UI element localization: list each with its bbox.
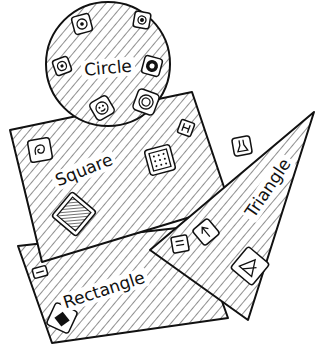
swirl-icon xyxy=(27,137,52,162)
triangle-icon xyxy=(230,246,269,285)
dot-icon xyxy=(133,11,152,30)
shape-hatch xyxy=(150,112,314,320)
face-icon xyxy=(88,94,115,121)
arrow-icon xyxy=(192,218,220,246)
book-icon xyxy=(46,302,78,334)
small-icon xyxy=(171,235,190,254)
ring-icon xyxy=(141,55,163,77)
striped-icon xyxy=(51,191,96,236)
flask-icon xyxy=(232,136,253,157)
ring-icon xyxy=(52,56,73,77)
small-icon xyxy=(32,265,48,278)
shape-hatch xyxy=(46,2,170,126)
ring-icon xyxy=(71,13,93,35)
small-icon xyxy=(177,119,195,137)
shape-ground xyxy=(150,112,314,320)
donut-icon xyxy=(132,88,160,116)
shape-ground xyxy=(46,2,170,126)
grid-icon xyxy=(144,144,176,176)
